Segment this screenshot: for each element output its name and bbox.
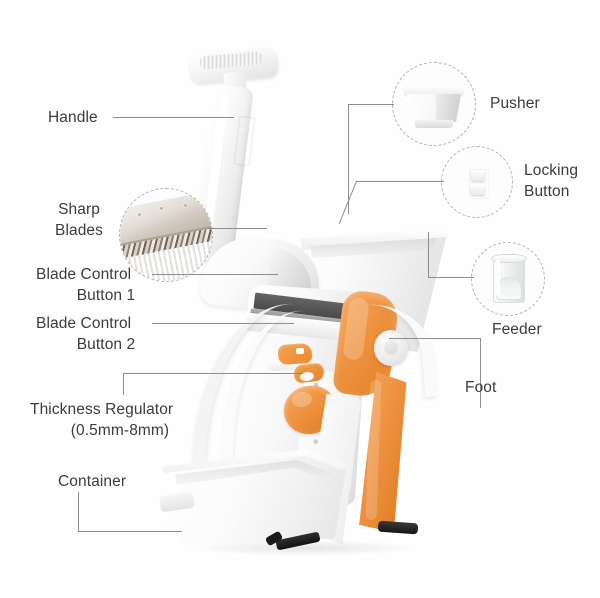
leader-foot-vertical [480, 338, 481, 408]
ground-shadow [190, 540, 420, 556]
label-sharp-blades-line2: Blades [55, 222, 103, 239]
leader-pusher-vertical [348, 104, 349, 214]
leader-foot-horizontal [389, 338, 481, 339]
label-foot: Foot [465, 379, 497, 396]
label-sharp-blades-line1: Sharp [58, 201, 100, 218]
leader-container-horizontal [78, 531, 182, 532]
product-illustration [150, 42, 460, 562]
blade-control-button-1 [277, 342, 313, 366]
label-blade-control-1-line1: Blade Control [36, 266, 132, 283]
label-locking-line2: Button [524, 183, 570, 200]
leader-feeder-vertical [428, 232, 429, 278]
leader-pusher-horizontal [348, 104, 394, 105]
leader-thickness-vertical [123, 373, 124, 395]
label-pusher: Pusher [490, 95, 540, 112]
leader-feeder-horizontal [428, 277, 474, 278]
label-thickness-line1: Thickness Regulator [30, 401, 174, 418]
label-container: Container [58, 473, 127, 490]
callout-locking-button [441, 146, 513, 218]
callout-sharp-blades [119, 188, 213, 282]
label-thickness-line2: (0.5mm-8mm) [70, 422, 170, 439]
foot-right [377, 520, 419, 535]
leader-blade-control-2 [152, 323, 294, 324]
locking-button-center [384, 340, 398, 355]
leader-locking-horizontal [356, 181, 444, 182]
leader-container-vertical [78, 492, 79, 532]
callout-feeder [471, 242, 545, 316]
label-blade-control-2-line1: Blade Control [36, 315, 132, 332]
label-blade-control-1-line2: Button 1 [76, 287, 136, 304]
blade-control-button-1-marker [295, 347, 305, 355]
leader-blade-control-1 [152, 274, 278, 275]
leader-handle [113, 117, 234, 118]
label-locking-line1: Locking [524, 162, 579, 179]
label-blade-control-2-line2: Button 2 [76, 336, 136, 353]
callout-pusher [392, 62, 476, 146]
leader-sharp-blades [207, 228, 267, 229]
label-handle: Handle [48, 109, 98, 126]
leader-thickness-horizontal [123, 373, 303, 374]
label-feeder: Feeder [492, 321, 542, 338]
